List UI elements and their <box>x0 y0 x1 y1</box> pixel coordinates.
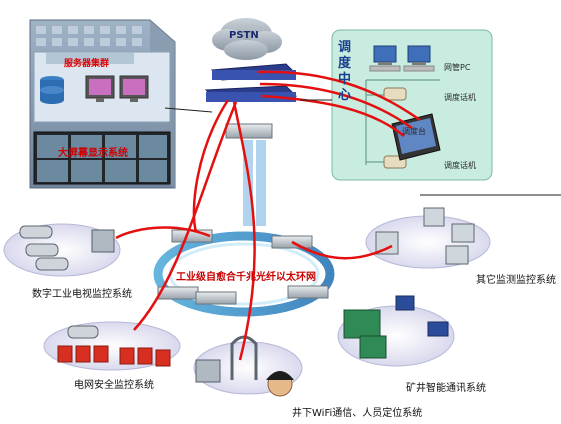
big-screen-label: 大屏幕显示系统 <box>58 148 128 159</box>
miner-icon <box>266 371 294 397</box>
core-switch-icon <box>204 63 298 139</box>
power-grid-label: 电网安全监控系统 <box>74 380 154 391</box>
mine-comm-group <box>337 295 455 367</box>
pstn-cloud-icon <box>212 18 282 60</box>
wifi-group <box>193 335 303 397</box>
leader-lines <box>164 99 561 196</box>
server-cluster-label: 服务器集群 <box>64 59 110 69</box>
uplink-column <box>243 140 266 226</box>
ring-network-label: 工业级自愈合千兆光纤以太环网 <box>176 272 316 283</box>
mine-comm-label: 矿井智能通讯系统 <box>406 383 486 394</box>
dispatch-center-label: 调度中心 <box>338 40 352 103</box>
database-icon <box>40 76 64 104</box>
control-building <box>29 19 176 189</box>
dispatch-console-icon <box>391 113 441 161</box>
cctv-label: 数字工业电视监控系统 <box>32 289 132 300</box>
dispatch-phone-label-1: 调度话机 <box>444 93 476 102</box>
camera-icon <box>19 225 69 271</box>
pstn-label: PSTN <box>229 30 259 41</box>
dispatch-phone-label-2: 调度话机 <box>444 161 476 170</box>
power-grid-group <box>43 321 181 371</box>
other-monitoring-label: 其它监测监控系统 <box>476 275 556 286</box>
server-monitor-icon <box>85 75 149 102</box>
server-label-box <box>46 52 134 64</box>
link-lines <box>115 70 421 361</box>
other-monitoring-group <box>365 207 491 269</box>
pc-icon <box>369 45 435 72</box>
wifi-positioning-label: 井下WiFi通信、人员定位系统 <box>292 408 423 419</box>
arch-reader-icon <box>230 335 258 380</box>
dispatch-center-panel <box>331 29 493 181</box>
ring-switch-icon <box>157 229 329 305</box>
nms-pc-label: 网管PC <box>444 63 471 72</box>
video-wall <box>33 131 171 185</box>
cctv-group <box>3 223 121 277</box>
dispatch-console-label: 调度台 <box>402 127 426 136</box>
